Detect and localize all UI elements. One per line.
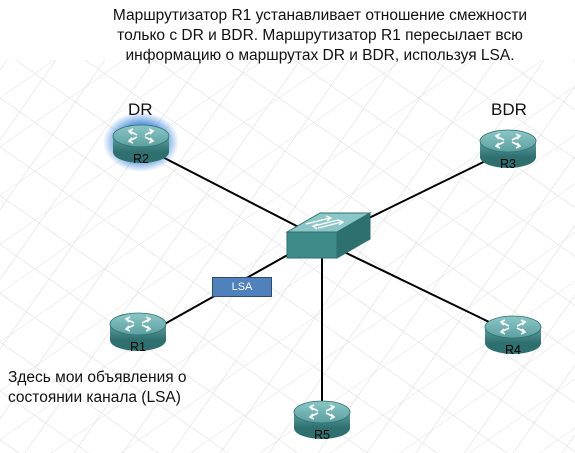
router-label-r4: R4 [505,343,521,357]
caption-line-2: только с DR и BDR. Маршрутизатор R1 пере… [117,27,523,44]
router-label-r3: R3 [500,157,516,171]
router-arrows-icon [124,316,152,332]
router-label-r5: R5 [314,428,330,442]
link-r2-switch [144,147,319,238]
router-arrows-icon [127,128,155,144]
switch [285,212,372,259]
router-r4[interactable] [484,315,542,354]
router-r5[interactable] [293,400,351,439]
router-arrows-icon [494,133,522,149]
router-r1[interactable] [109,312,167,351]
router-label-r2: R2 [133,152,149,166]
router-arrows-icon [308,404,336,420]
dr-label: DR [128,100,153,119]
router-r3[interactable] [479,129,537,168]
bdr-label: BDR [491,100,527,119]
router-arrows-icon [499,319,527,335]
lsa-packet: LSA [212,277,272,297]
caption-line-3: информацию о маршрутах DR и BDR, использ… [125,47,515,64]
caption-line-1: Маршрутизатор R1 устанавливает отношение… [112,7,528,24]
caption: Маршрутизатор R1 устанавливает отношение… [60,6,575,66]
note-line-2: состоянии канала (LSA) [8,389,181,406]
router-r2[interactable] [112,124,170,163]
note-line-1: Здесь мои объявления о [8,369,187,386]
link-r4-switch [339,249,513,334]
router-label-r1: R1 [130,340,146,354]
r1-note: Здесь мои объявления о состоянии канала … [8,368,187,408]
